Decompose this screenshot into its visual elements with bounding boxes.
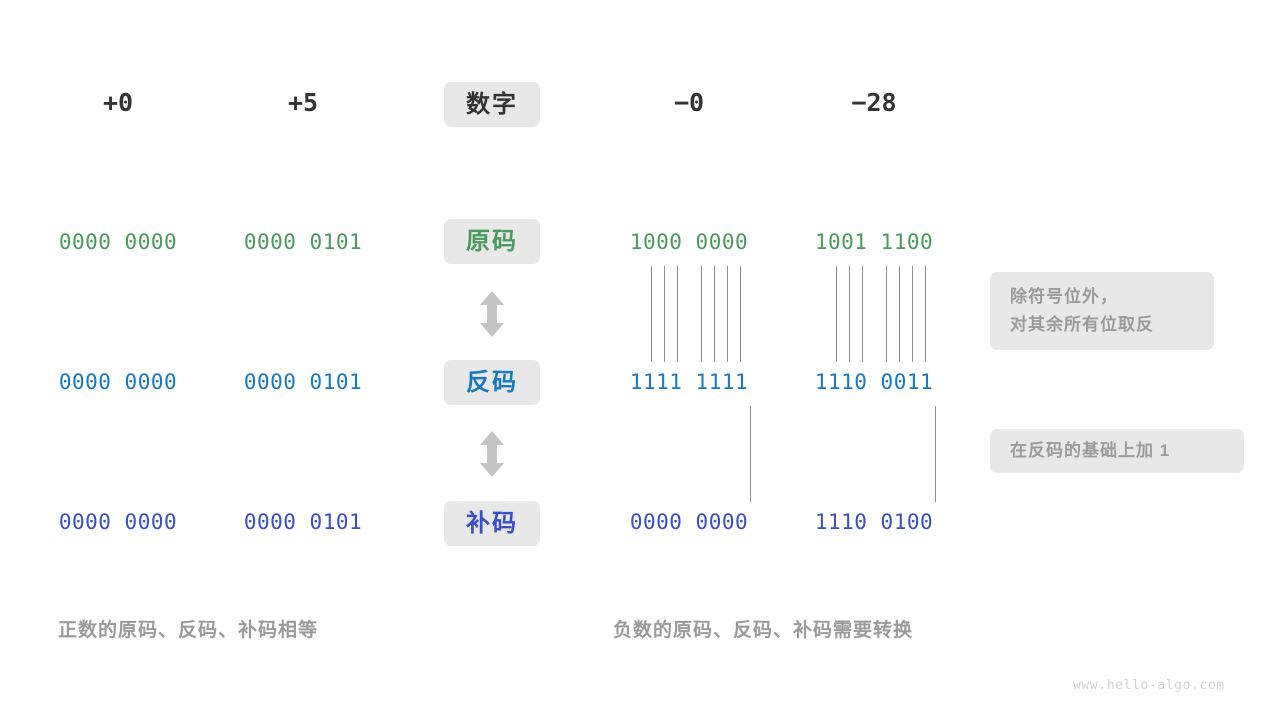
note-invert-bits-line-2: 对其余所有位取反 bbox=[1010, 315, 1154, 334]
connector-line bbox=[849, 266, 850, 362]
cell-ones-complement-minus-twentyeight: 1110 0011 bbox=[814, 370, 934, 394]
double-arrow-vertical-icon-ones-to-twos bbox=[479, 431, 505, 477]
column-header-plus-zero: +0 bbox=[102, 88, 134, 117]
connector-line bbox=[701, 266, 702, 362]
connector-line bbox=[740, 266, 741, 362]
cell-ones-complement-minus-zero: 1111 1111 bbox=[629, 370, 749, 394]
row-label-twos-complement: 补码 bbox=[444, 501, 540, 546]
connector-line bbox=[836, 266, 837, 362]
connector-line bbox=[935, 406, 936, 502]
cell-ones-complement-plus-zero: 0000 0000 bbox=[58, 370, 178, 394]
connector-line bbox=[714, 266, 715, 362]
caption-positive: 正数的原码、反码、补码相等 bbox=[58, 620, 319, 641]
cell-sign-magnitude-minus-twentyeight: 1001 1100 bbox=[814, 230, 934, 254]
connector-line bbox=[886, 266, 887, 362]
note-invert-bits: 除符号位外， 对其余所有位取反 bbox=[990, 272, 1214, 350]
cell-sign-magnitude-plus-zero: 0000 0000 bbox=[58, 230, 178, 254]
connector-line bbox=[862, 266, 863, 362]
row-label-sign-magnitude: 原码 bbox=[444, 219, 540, 264]
connector-line bbox=[727, 266, 728, 362]
connector-line bbox=[651, 266, 652, 362]
connector-line bbox=[677, 266, 678, 362]
note-add-one-line-1: 在反码的基础上加 1 bbox=[1010, 440, 1171, 460]
watermark: www.hello-algo.com bbox=[1073, 678, 1225, 693]
cell-twos-complement-plus-five: 0000 0101 bbox=[243, 510, 363, 534]
connector-line bbox=[925, 266, 926, 362]
note-invert-bits-line-1: 除符号位外， bbox=[1010, 286, 1118, 306]
cell-ones-complement-plus-five: 0000 0101 bbox=[243, 370, 363, 394]
cell-twos-complement-minus-twentyeight: 1110 0100 bbox=[814, 510, 934, 534]
connector-line bbox=[664, 266, 665, 362]
connector-line bbox=[899, 266, 900, 362]
row-label-number: 数字 bbox=[444, 82, 540, 127]
cell-twos-complement-plus-zero: 0000 0000 bbox=[58, 510, 178, 534]
cell-sign-magnitude-minus-zero: 1000 0000 bbox=[629, 230, 749, 254]
cell-twos-complement-minus-zero: 0000 0000 bbox=[629, 510, 749, 534]
note-add-one: 在反码的基础上加 1 bbox=[990, 429, 1244, 473]
column-header-minus-twentyeight: −28 bbox=[851, 88, 897, 117]
row-label-ones-complement: 反码 bbox=[444, 360, 540, 405]
caption-negative: 负数的原码、反码、补码需要转换 bbox=[613, 620, 914, 641]
connector-line bbox=[912, 266, 913, 362]
column-header-minus-zero: −0 bbox=[673, 88, 705, 117]
connector-line bbox=[750, 406, 751, 502]
column-header-plus-five: +5 bbox=[287, 88, 319, 117]
cell-sign-magnitude-plus-five: 0000 0101 bbox=[243, 230, 363, 254]
double-arrow-vertical-icon-original-to-ones bbox=[479, 291, 505, 337]
